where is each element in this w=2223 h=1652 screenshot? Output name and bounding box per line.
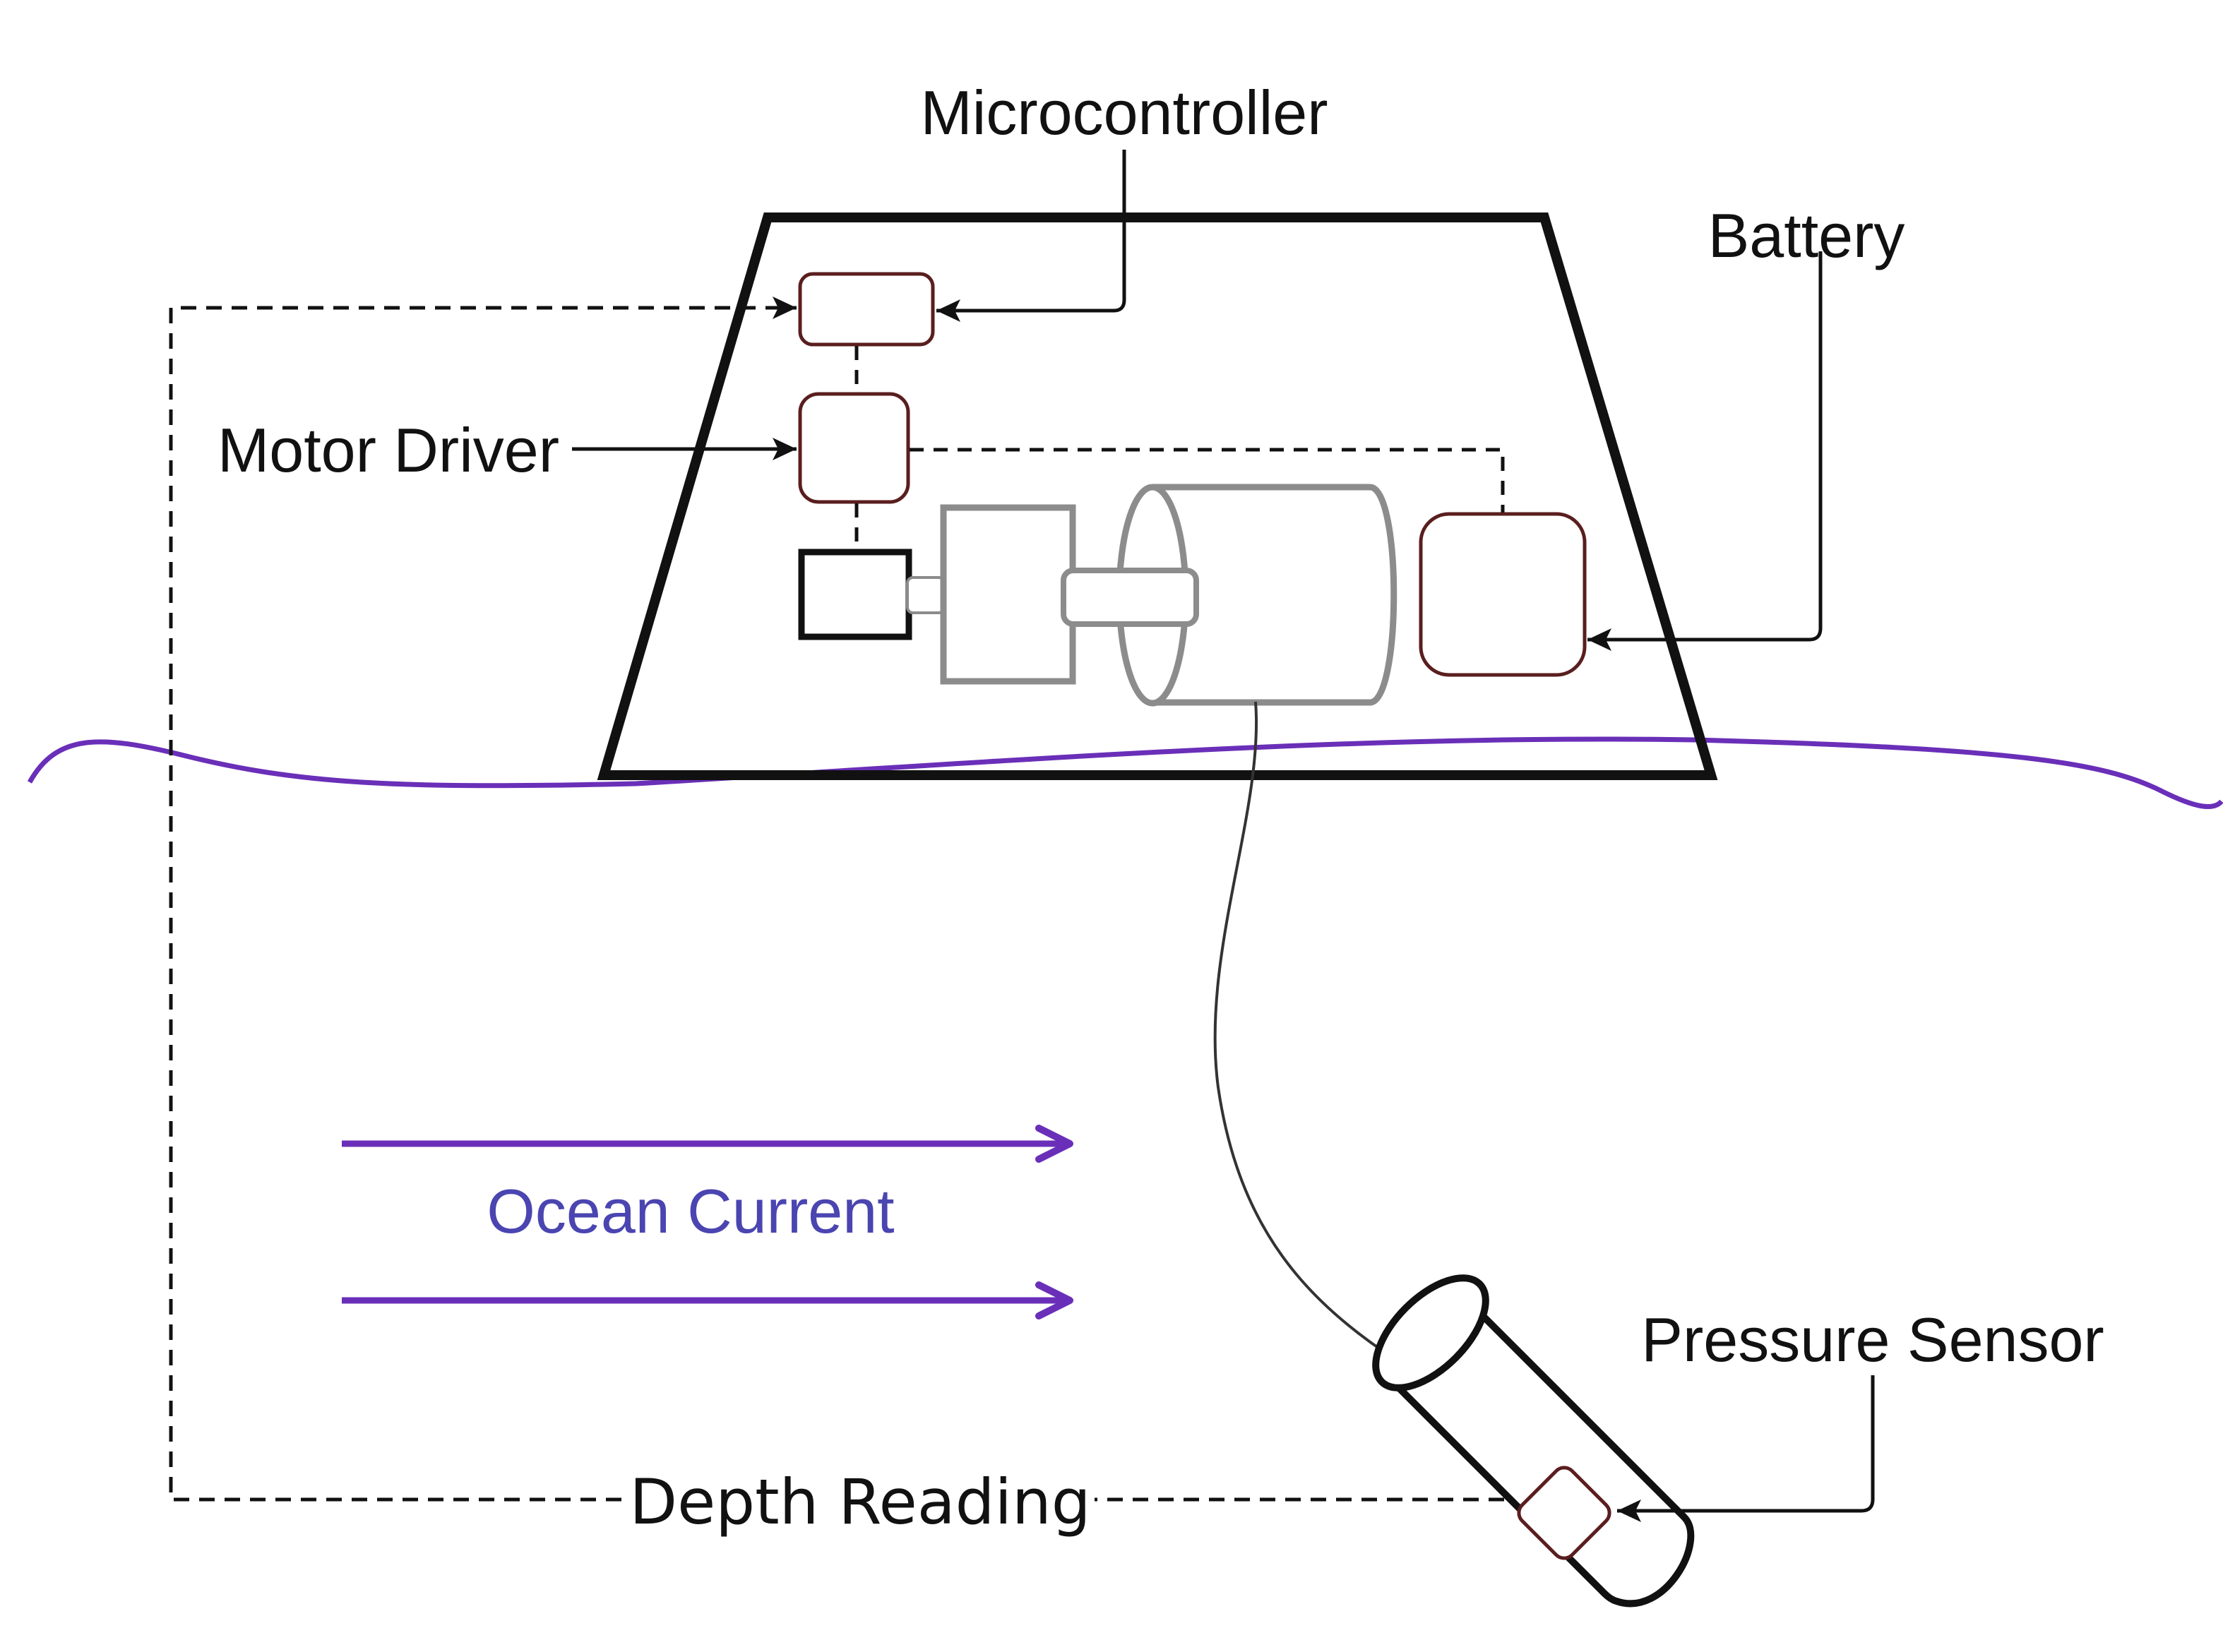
label-pressure-sensor: Pressure Sensor — [1641, 1305, 2104, 1375]
pressure-sensor-leader — [1617, 1375, 1875, 1522]
label-motor-driver: Motor Driver — [217, 415, 559, 485]
pressure-sensor-element — [1517, 1466, 1611, 1560]
pressure-sensor-cap — [1372, 1274, 1489, 1391]
battery-box — [1419, 512, 1587, 677]
winch-drum — [1152, 484, 1397, 706]
label-depth-reading: Depth Reading — [629, 1466, 1090, 1538]
motor-terminal-box — [798, 549, 912, 640]
label-ocean-current: Ocean Current — [487, 1176, 894, 1246]
microcontroller-leader — [936, 150, 1126, 322]
gearbox — [940, 504, 1076, 685]
drive-shaft — [1061, 568, 1199, 627]
depth-reading-loop-left — [169, 297, 797, 1502]
motor-connector — [906, 576, 946, 614]
buoy-hull — [597, 213, 1718, 780]
microcontroller-box — [798, 272, 935, 347]
motor-driver-box — [798, 392, 910, 504]
driver-battery-link — [910, 448, 1505, 513]
tether-cable — [1213, 701, 1454, 1396]
battery-leader — [1587, 251, 1823, 651]
depth-reading-label-bg — [623, 1457, 1093, 1542]
label-microcontroller: Microcontroller — [920, 78, 1328, 148]
water-surface-line — [27, 736, 2223, 810]
label-battery: Battery — [1708, 200, 1905, 270]
